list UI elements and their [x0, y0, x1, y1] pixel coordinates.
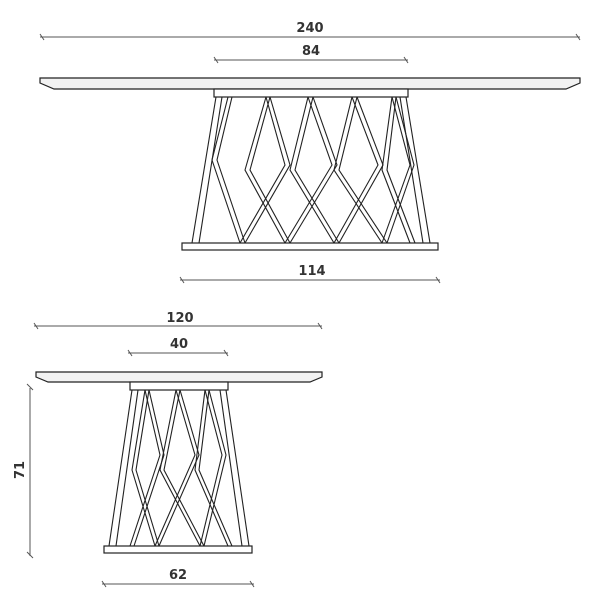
table-top — [39, 77, 581, 90]
small-base-plinth — [103, 545, 253, 554]
small-height-label: 71 — [13, 461, 28, 479]
small-base-frame — [108, 389, 250, 547]
base-plinth — [181, 242, 439, 251]
dimension-small-top-width: 120 — [33, 311, 323, 330]
small-table-top — [35, 371, 323, 383]
base-frame — [191, 96, 431, 244]
base-slats — [211, 96, 416, 244]
dimension-base-width: 114 — [179, 264, 441, 284]
dimension-top-width: 240 — [39, 21, 581, 41]
dimension-small-height: 71 — [13, 383, 34, 559]
dimension-apron-width: 84 — [213, 44, 409, 64]
large-table-drawing: 240 84 — [39, 21, 581, 284]
top-width-label: 240 — [296, 21, 323, 36]
small-apron — [129, 381, 229, 391]
base-width-label: 114 — [298, 264, 325, 279]
small-apron-width-label: 40 — [170, 337, 188, 352]
small-base-slats — [129, 389, 233, 547]
small-top-width-label: 120 — [166, 311, 193, 326]
dimension-small-base-width: 62 — [101, 568, 255, 588]
apron-width-label: 84 — [302, 44, 320, 59]
apron — [213, 88, 409, 98]
dimension-small-apron-width: 40 — [127, 337, 229, 357]
small-base-width-label: 62 — [169, 568, 187, 583]
small-table-drawing: 120 40 — [13, 311, 323, 588]
